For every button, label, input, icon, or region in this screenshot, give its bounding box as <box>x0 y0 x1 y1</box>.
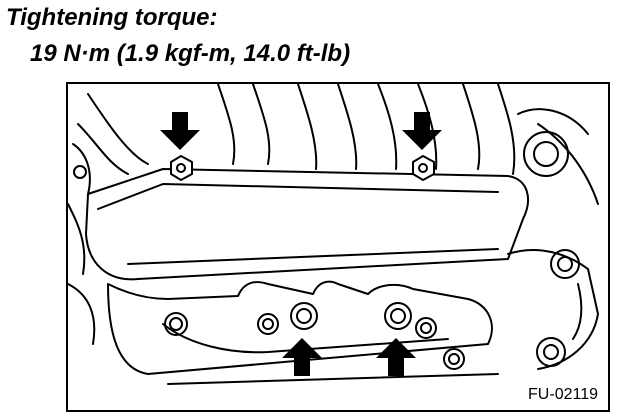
target-bolt-top-right <box>412 155 435 181</box>
bolt-icon <box>164 312 188 336</box>
right-bracket <box>507 248 599 370</box>
arrow-up-icon <box>282 338 322 376</box>
fuel-rail-cover <box>85 168 529 281</box>
arrow-down-icon <box>160 112 200 150</box>
arrow-up-icon <box>376 338 416 376</box>
target-bolt-bottom-left <box>290 302 318 330</box>
bolt-icon <box>443 348 465 370</box>
injector-housing <box>107 280 499 385</box>
target-bolt-bottom-right <box>384 302 412 330</box>
heading-title: Tightening torque: <box>6 4 218 31</box>
engine-illustration: FU-02119 <box>66 82 610 412</box>
intake-manifold-runners <box>77 84 599 205</box>
torque-spec: 19 N·m (1.9 kgf-m, 14.0 ft-lb) <box>30 40 351 67</box>
target-bolt-top-left <box>170 155 193 181</box>
lower-bolts <box>164 312 465 370</box>
left-components <box>68 143 96 345</box>
bolt-icon <box>415 317 437 339</box>
arrow-down-icon <box>402 112 442 150</box>
bolt-icon <box>257 313 279 335</box>
figure-id: FU-02119 <box>526 386 600 404</box>
